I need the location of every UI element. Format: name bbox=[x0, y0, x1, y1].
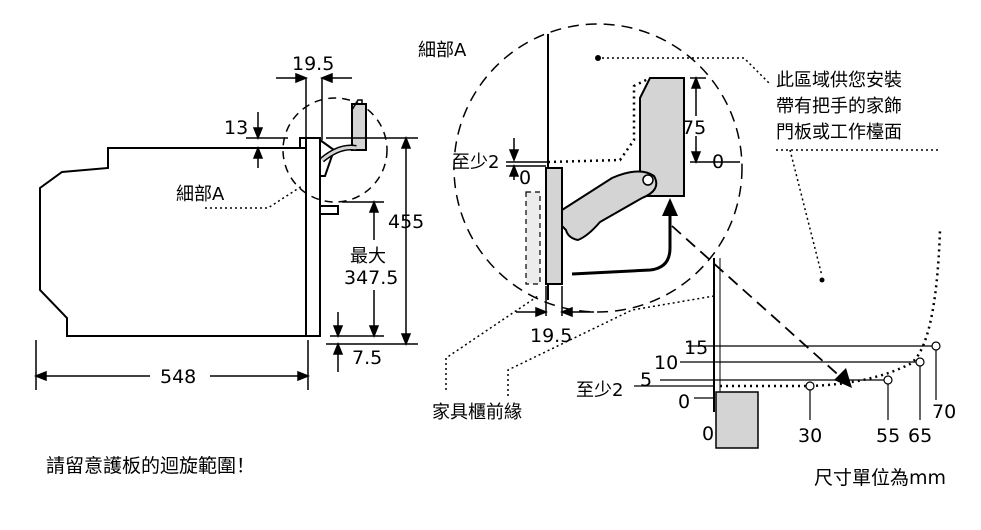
note-area-dot bbox=[595, 55, 601, 61]
scale-55: 55 bbox=[876, 425, 900, 447]
hinge-pin bbox=[320, 205, 339, 215]
dim-75: 75 bbox=[682, 117, 706, 139]
dim-7-5: 7.5 bbox=[352, 347, 382, 369]
scale-15: 15 bbox=[684, 337, 708, 359]
furniture-front-edge-label: 家具櫃前緣 bbox=[432, 402, 522, 423]
front-edge-leader-1 bbox=[445, 295, 539, 390]
dim-13: 13 bbox=[224, 117, 248, 139]
dim-0-detail-right: 0 bbox=[712, 151, 724, 173]
hinge-warning: 請留意護板的迴旋範圍！ bbox=[46, 455, 255, 477]
note-line-2: 帶有把手的家飾 bbox=[776, 96, 902, 117]
detail-door-panel bbox=[545, 167, 563, 285]
dim-347-5: 347.5 bbox=[344, 267, 398, 289]
detail-a-label-side: 細部A bbox=[176, 184, 225, 205]
detail-a-label-top: 細部A bbox=[418, 40, 467, 61]
detail-a-hinge bbox=[525, 34, 685, 300]
front-edge-leader-2 bbox=[507, 295, 715, 396]
swing-arrow bbox=[671, 225, 845, 381]
scale-0: 0 bbox=[678, 391, 690, 413]
detail-a-circle-large bbox=[453, 23, 743, 313]
oven-body-outline bbox=[39, 137, 309, 337]
dim-455: 455 bbox=[388, 211, 424, 233]
dim-min2-detail: 至少2 bbox=[452, 152, 499, 173]
scale-65: 65 bbox=[908, 425, 932, 447]
left-dimension-lines bbox=[33, 72, 418, 390]
dim-19-5-detail: 19.5 bbox=[530, 325, 572, 347]
scale-30: 30 bbox=[798, 425, 822, 447]
scale-5: 5 bbox=[640, 369, 652, 391]
door-panel bbox=[305, 137, 321, 337]
clearance-scale bbox=[634, 229, 942, 449]
detail-a-leader-left bbox=[205, 185, 303, 209]
detail-a-dimension-lines bbox=[506, 75, 740, 318]
scale-70: 70 bbox=[932, 401, 956, 423]
small-hinge-panel bbox=[320, 99, 367, 163]
detail-a-circle-small bbox=[282, 97, 388, 203]
dim-19-5-top: 19.5 bbox=[292, 53, 334, 75]
dim-0-detail-left: 0 bbox=[519, 167, 531, 189]
max-label: 最大 bbox=[350, 246, 386, 267]
oven-side-view bbox=[39, 137, 339, 337]
scale-10: 10 bbox=[654, 352, 678, 374]
note-line-1: 此區域供您安裝 bbox=[776, 70, 902, 91]
note-line-3: 門板或工作檯面 bbox=[776, 122, 902, 143]
dim-548: 548 bbox=[160, 366, 196, 388]
worktop-block bbox=[715, 391, 759, 449]
scale-min2: 至少2 bbox=[576, 380, 623, 401]
units-note: 尺寸單位為mm bbox=[814, 467, 946, 489]
scale-0-bottom: 0 bbox=[702, 423, 714, 445]
note-leader bbox=[602, 57, 771, 85]
